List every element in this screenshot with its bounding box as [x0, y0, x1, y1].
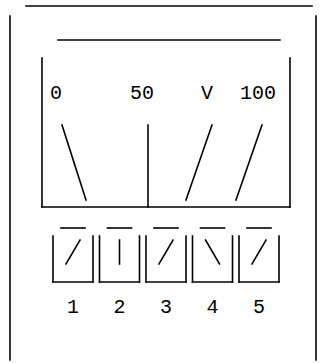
key-stroke: [247, 227, 271, 229]
key-row: [53, 228, 279, 282]
key-stroke: [146, 281, 186, 283]
key-stroke: [206, 240, 220, 264]
housing-left: [9, 16, 11, 360]
key-stroke: [185, 236, 187, 282]
tick-v: [186, 125, 212, 200]
key-number: 1: [66, 298, 80, 318]
key-stroke: [53, 281, 93, 283]
face-left: [41, 58, 43, 207]
scale-label: 0: [49, 84, 63, 104]
scale-label: 50: [129, 84, 155, 104]
key-stroke: [119, 240, 121, 264]
key-stroke: [278, 236, 280, 282]
key-number: 2: [112, 298, 126, 318]
key-stroke: [66, 240, 80, 264]
key-stroke: [154, 227, 178, 229]
key-stroke: [52, 236, 54, 282]
needle-0: [62, 125, 86, 200]
key-stroke: [61, 227, 85, 229]
key-number: 4: [205, 298, 219, 318]
key-stroke: [192, 236, 194, 282]
key-stroke: [159, 240, 173, 264]
tick-50: [147, 125, 149, 207]
key-stroke: [239, 281, 279, 283]
tick-100: [236, 125, 262, 200]
key-stroke: [252, 240, 266, 264]
key-stroke: [99, 236, 101, 282]
key-number: 5: [252, 298, 266, 318]
housing-top: [26, 5, 312, 7]
unit-label: V: [200, 84, 214, 104]
key-stroke: [92, 236, 94, 282]
key-stroke: [139, 236, 141, 282]
face-bottom: [42, 206, 290, 208]
key-stroke: [100, 281, 140, 283]
key-number: 3: [159, 298, 173, 318]
key-stroke: [201, 227, 225, 229]
key-stroke: [193, 281, 233, 283]
key-stroke: [108, 227, 132, 229]
key-stroke: [238, 236, 240, 282]
key-stroke: [145, 236, 147, 282]
face-right: [289, 58, 291, 207]
face-top: [58, 39, 280, 41]
housing-right: [315, 16, 317, 360]
key-stroke: [232, 236, 234, 282]
scale-label: 100: [239, 84, 277, 104]
